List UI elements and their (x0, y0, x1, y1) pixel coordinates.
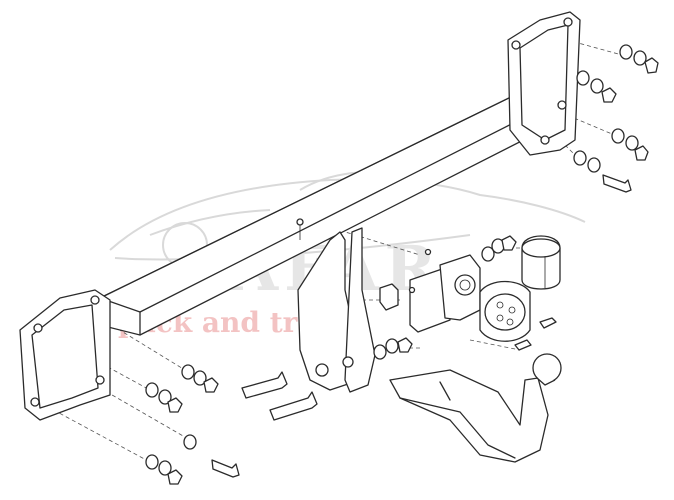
center-hanging-bracket (297, 227, 376, 393)
left-mounting-bracket (19, 289, 111, 421)
right-fasteners (573, 44, 659, 193)
right-mounting-bracket (507, 11, 581, 156)
center-fasteners (373, 235, 517, 360)
towball-neck (389, 353, 562, 463)
electrical-socket-13pin (479, 280, 557, 351)
electrical-socket-plate (379, 248, 481, 333)
towball-cap (521, 235, 561, 290)
left-fasteners (145, 364, 318, 485)
